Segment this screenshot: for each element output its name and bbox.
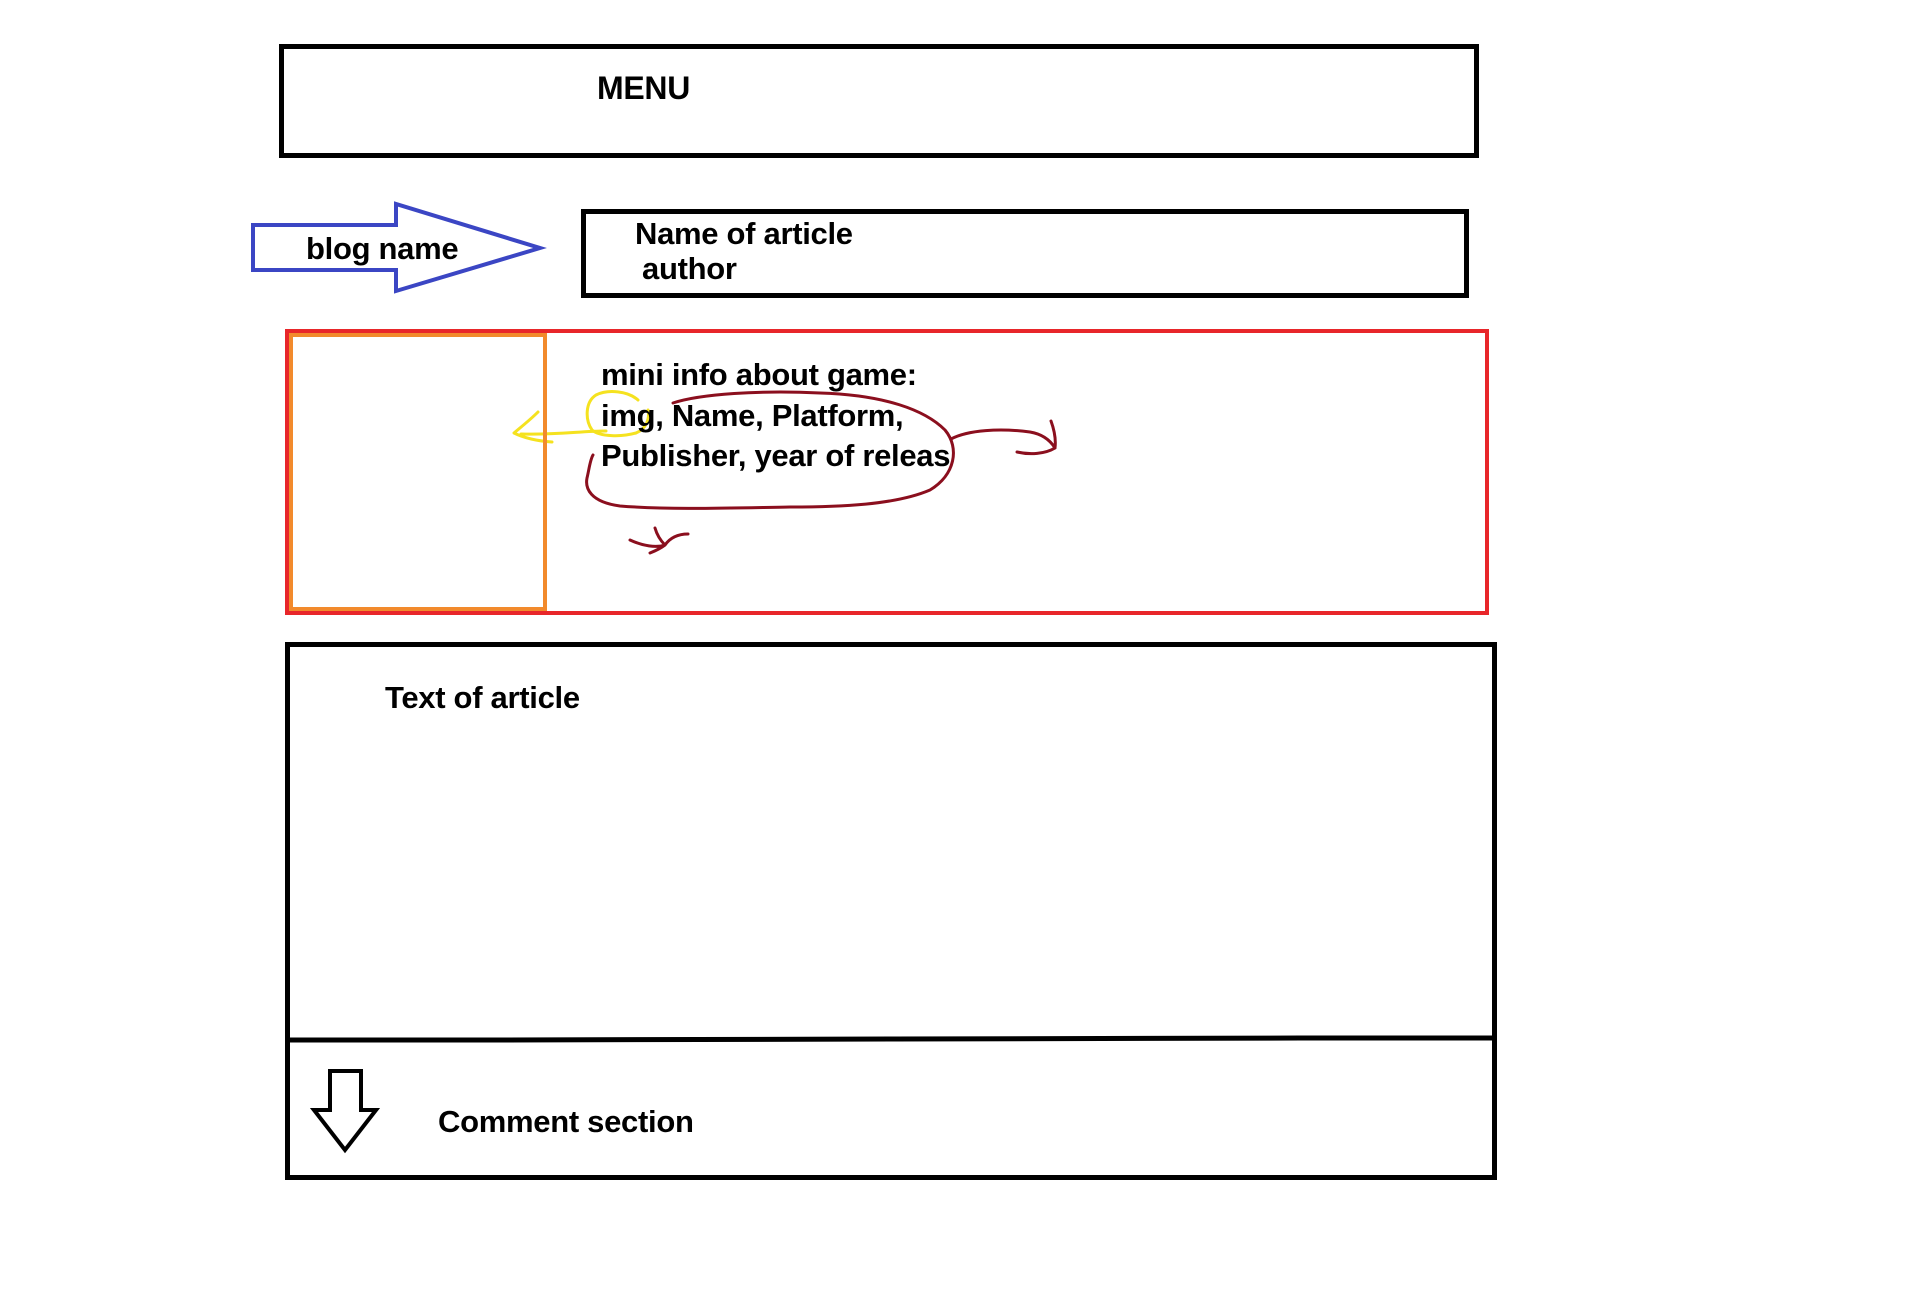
game-info-panel — [285, 329, 1489, 615]
blog-name-label: blog name — [306, 231, 459, 266]
game-info-line: Publisher, year of releas — [601, 438, 951, 473]
game-info-line: mini info about game: — [601, 357, 917, 392]
comment-section-label[interactable]: Comment section — [438, 1104, 694, 1139]
menu-label: MENU — [597, 70, 691, 106]
article-author-label: author — [642, 251, 737, 286]
article-name-label: Name of article — [635, 216, 853, 251]
game-image-placeholder — [289, 333, 547, 611]
article-text-label: Text of article — [385, 680, 580, 715]
menu-bar[interactable] — [279, 44, 1479, 158]
article-text-box — [285, 642, 1497, 1180]
article-header-box — [581, 209, 1469, 298]
game-info-line: img, Name, Platform, — [601, 398, 904, 433]
